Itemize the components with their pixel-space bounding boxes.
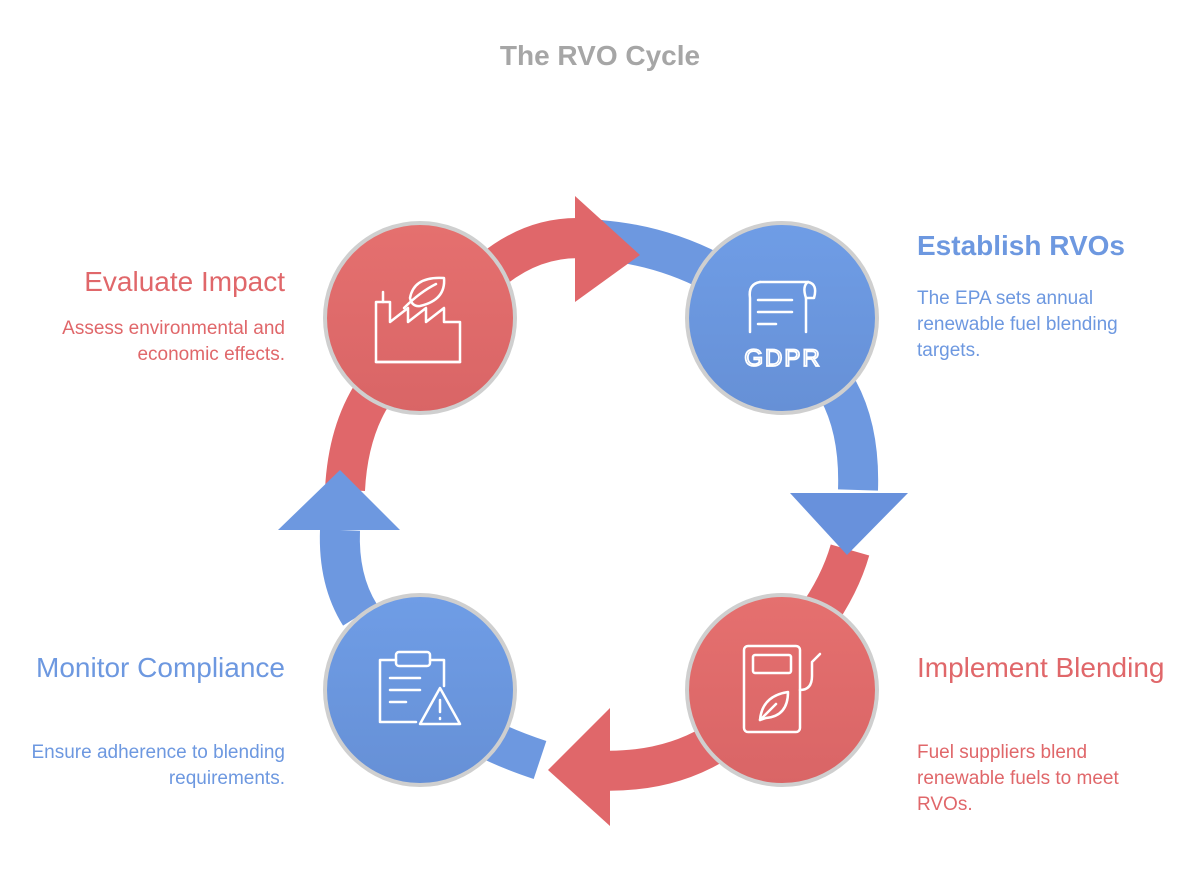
- arrow-head-top: [575, 196, 640, 302]
- arrow-head-right: [790, 493, 908, 555]
- arrow-head-bottom: [548, 708, 610, 826]
- node-establish-rvos: GDPR: [685, 221, 879, 415]
- node-monitor-compliance: [323, 593, 517, 787]
- node-evaluate-impact: [323, 221, 517, 415]
- step-heading-evaluate-impact: Evaluate Impact: [84, 266, 285, 297]
- step-description-establish-rvos: The EPA sets annual renewable fuel blend…: [917, 288, 1118, 361]
- step-description-implement-blending: Fuel suppliers blend renewable fuels to …: [917, 742, 1119, 815]
- step-heading-establish-rvos: Establish RVOs: [917, 230, 1126, 261]
- node-implement-blending: [685, 593, 879, 787]
- step-description-evaluate-impact: Assess environmental and economic effect…: [62, 318, 285, 365]
- step-heading-monitor-compliance: Monitor Compliance: [36, 652, 285, 683]
- arrow-head-left: [278, 470, 400, 530]
- factory-leaf-icon: [374, 276, 462, 364]
- page-title: The RVO Cycle: [499, 40, 701, 71]
- step-heading-implement-blending: Implement Blending: [917, 652, 1165, 683]
- gdpr-document-icon: [748, 280, 817, 334]
- fuel-pump-leaf-icon: [742, 644, 822, 734]
- clipboard-warning-icon: [378, 650, 462, 726]
- step-description-monitor-compliance: Ensure adherence to blending requirement…: [31, 742, 285, 789]
- gdpr-icon-label: GDPR: [744, 345, 821, 372]
